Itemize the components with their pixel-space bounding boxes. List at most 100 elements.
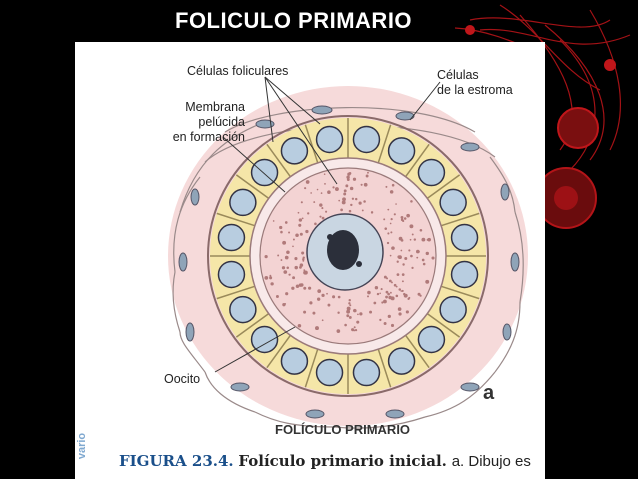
- cytoplasm-granule: [294, 265, 298, 270]
- cytoplasm-granule: [298, 218, 303, 222]
- cytoplasm-granule: [351, 197, 355, 200]
- follicular-cell-nucleus: [315, 358, 344, 387]
- cytoplasm-granule: [383, 322, 387, 325]
- cytoplasm-granule: [315, 326, 319, 331]
- cytoplasm-granule: [398, 255, 402, 260]
- nucleolus: [327, 230, 362, 270]
- caption-figure-number: FIGURA 23.4.: [119, 452, 234, 470]
- cytoplasm-granule: [286, 266, 290, 270]
- stroma-fibers: [172, 106, 524, 429]
- cytoplasm-granule: [390, 323, 395, 327]
- cytoplasm-granule: [354, 328, 358, 332]
- cytoplasm-granule: [299, 232, 303, 236]
- cytoplasm-granule: [386, 241, 390, 245]
- cytoplasm-granule: [349, 186, 354, 191]
- cytoplasm-granule: [303, 269, 306, 271]
- cytoplasm-granule: [395, 294, 399, 298]
- label-celulas-estroma-1: Células: [437, 68, 479, 82]
- cytoplasm-granule: [402, 263, 405, 266]
- cytoplasm-granule: [393, 213, 396, 216]
- cytoplasm-granule: [379, 292, 381, 295]
- follicular-cell-nucleus: [352, 358, 381, 387]
- follicular-cell-nucleus: [417, 158, 446, 187]
- cytoplasm-granule: [342, 197, 346, 202]
- cytoplasm-granule: [403, 293, 408, 298]
- cytoplasm-granule: [397, 307, 402, 311]
- cytoplasm-granule: [348, 209, 352, 213]
- follicular-cell-border: [266, 334, 292, 369]
- cytoplasm-granule: [385, 290, 389, 294]
- label-oocito: Oocito: [164, 372, 201, 386]
- cytoplasm-granule: [298, 223, 302, 227]
- follicular-cell-nucleus: [387, 137, 416, 165]
- cytoplasm-granule: [280, 259, 283, 261]
- cytoplasm-granule: [419, 228, 423, 232]
- cytoplasm-granule: [349, 304, 352, 307]
- cytoplasm-granule: [264, 275, 269, 280]
- cytoplasm-granule: [292, 238, 295, 241]
- follicular-cell-border: [216, 212, 256, 227]
- cytoplasm-granule: [326, 292, 328, 295]
- follicular-cell-nucleus: [250, 325, 279, 354]
- follicular-cell-border: [377, 348, 392, 388]
- swirl-top-right: [454, 4, 631, 171]
- cytoplasm-granule: [400, 290, 403, 292]
- cytoplasm-granule: [393, 283, 397, 287]
- cytoplasm-granule: [400, 249, 403, 252]
- cytoplasm-granule: [310, 192, 312, 194]
- cytoplasm-granule: [321, 319, 324, 322]
- cytoplasm-granule: [383, 275, 387, 279]
- cytoplasm-granule: [309, 301, 313, 305]
- cytoplasm-granule: [431, 256, 435, 260]
- follicular-cell-nucleus: [280, 347, 309, 375]
- cytoplasm-granule: [344, 323, 347, 327]
- label-celulas-estroma-2: de la estroma: [437, 83, 513, 97]
- cytoplasm-granule: [277, 254, 280, 257]
- cytoplasm-granule: [360, 183, 363, 186]
- cytoplasm-granule: [401, 280, 404, 283]
- cytoplasm-granule: [413, 238, 417, 241]
- cytoplasm-granule: [264, 254, 268, 259]
- label-celulas-foliculares: Células foliculares: [187, 64, 289, 78]
- follicular-cell-nucleus: [450, 223, 479, 252]
- label-membrana-3: en formación: [172, 130, 245, 144]
- cytoplasm-granule: [389, 190, 394, 194]
- cytoplasm-granule: [295, 284, 300, 288]
- cytoplasm-granule: [389, 254, 392, 257]
- cytoplasm-granule: [352, 177, 357, 181]
- cytoplasm-granule: [303, 310, 307, 314]
- cytoplasm-granule: [421, 258, 425, 262]
- cytoplasm-granule: [343, 192, 347, 196]
- cytoplasm-granule: [340, 208, 343, 212]
- cytoplasm-granule: [380, 288, 383, 291]
- cytoplasm-granule: [381, 301, 384, 304]
- stroma-cell-nuclei: [178, 105, 520, 419]
- cytoplasm-granule: [302, 258, 305, 261]
- label-leader-lines: [214, 76, 441, 373]
- cytoplasm-granule: [294, 257, 298, 261]
- cytoplasm-granule: [361, 209, 364, 212]
- follicular-cell-border: [304, 348, 319, 388]
- cytoplasm-granule: [343, 189, 347, 193]
- cytoplasm-granule: [295, 233, 299, 238]
- follicular-cell-nucleus: [229, 295, 257, 324]
- cytoplasm-granule: [416, 256, 419, 259]
- cytoplasm-granule: [325, 210, 328, 213]
- cytoplasm-granule: [369, 310, 373, 314]
- cytoplasm-granule: [324, 182, 326, 185]
- cytoplasm-granule: [357, 313, 359, 316]
- cytoplasm-granule: [337, 311, 340, 314]
- cytoplasm-granule: [337, 295, 341, 299]
- red-disc-decoration: [557, 107, 599, 149]
- cytoplasm-granule: [338, 199, 341, 202]
- cytoplasm-granule: [285, 292, 289, 296]
- cytoplasm-granule: [307, 212, 310, 215]
- follicular-cell-nucleus: [387, 347, 416, 375]
- cytoplasm-granule: [291, 286, 295, 290]
- cytoplasm-granule: [409, 224, 414, 229]
- cytoplasm-granule: [409, 238, 412, 241]
- follicle-diagram: [168, 76, 528, 429]
- follicular-cell-border: [377, 124, 392, 164]
- cytoplasm-granule: [319, 203, 323, 207]
- cytoplasm-granule: [285, 255, 288, 259]
